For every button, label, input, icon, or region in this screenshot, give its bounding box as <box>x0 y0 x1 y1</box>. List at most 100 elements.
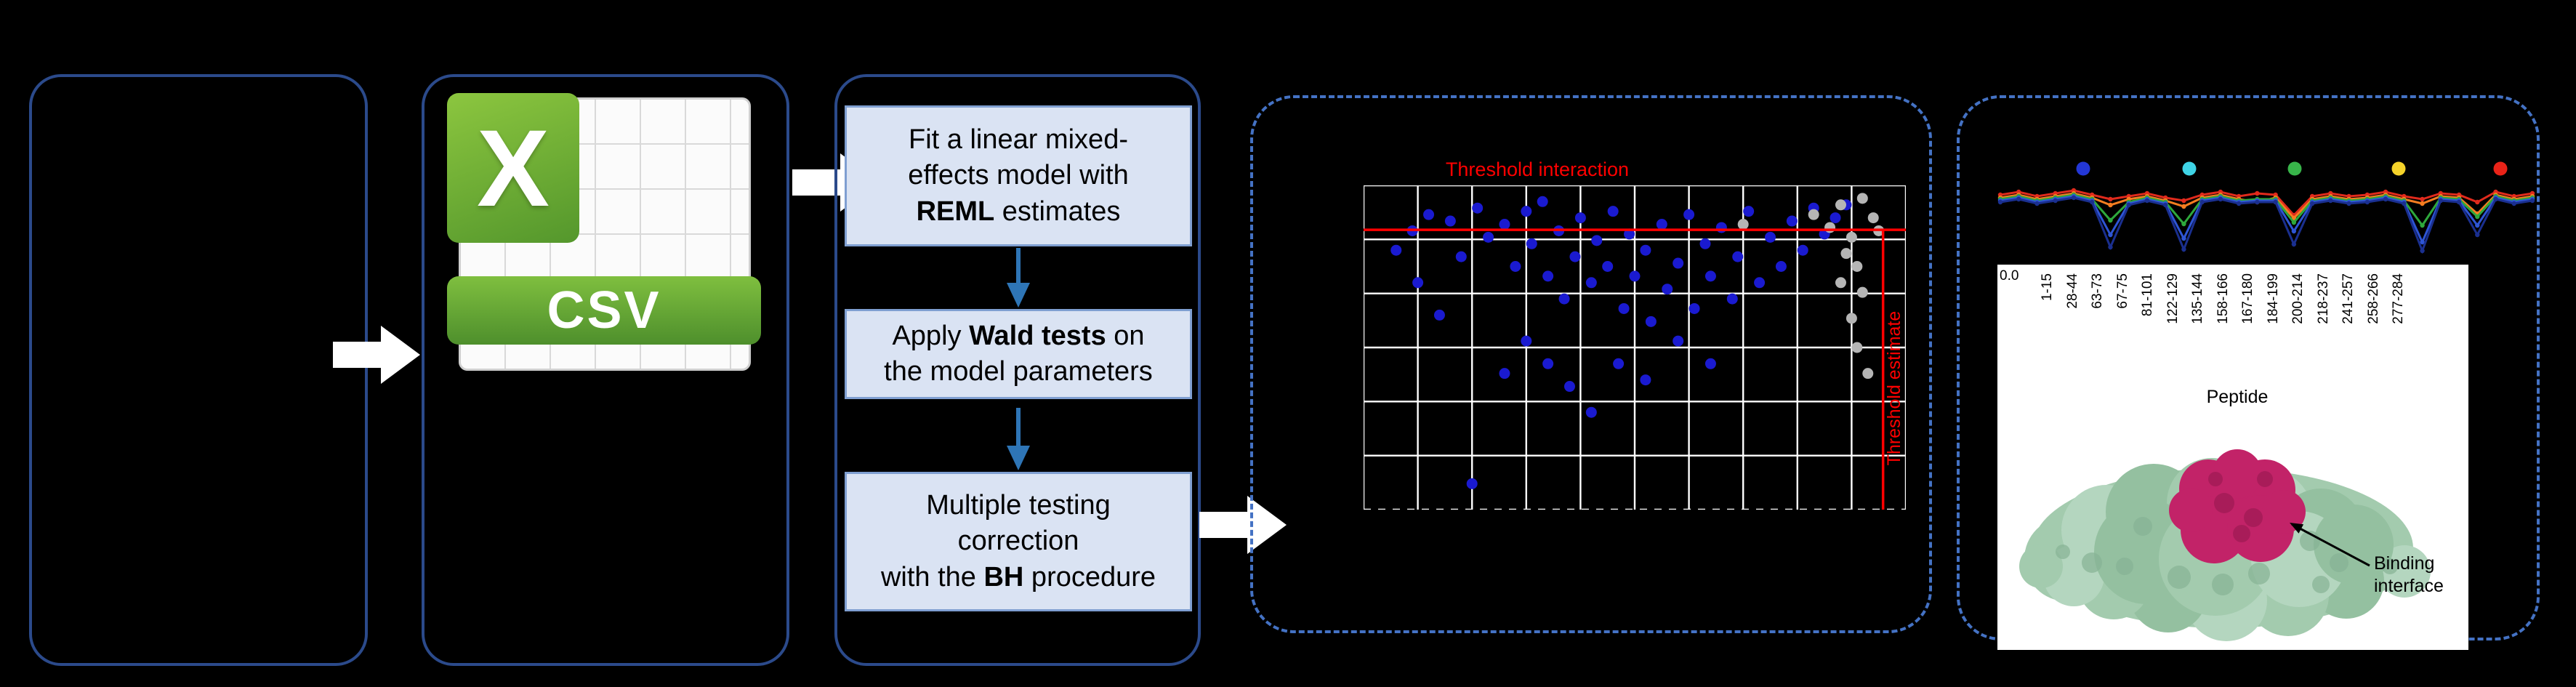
step-line: Apply Wald tests on <box>892 320 1145 351</box>
scatter-point <box>1797 244 1808 256</box>
scatter-point <box>1521 335 1532 347</box>
scatter-point <box>1483 231 1494 243</box>
binding-label-line: interface <box>2374 576 2444 597</box>
scatter-point <box>1775 261 1787 272</box>
scatter-point <box>1444 215 1456 227</box>
csv-ribbon-label: CSV <box>447 276 761 345</box>
flow-arrow-right-icon <box>1199 496 1287 554</box>
uptake-line <box>2000 196 2533 254</box>
scatter-point <box>1537 196 1548 207</box>
peptide-tick-label: 1-15 <box>2040 273 2055 302</box>
binding-interface-label: Binding interface <box>2374 553 2444 598</box>
scatter-point <box>1423 209 1435 220</box>
scatter-point <box>1851 261 1863 272</box>
scatter-point <box>1585 277 1597 289</box>
scatter-point <box>1472 202 1484 214</box>
scatter-point <box>1704 270 1716 282</box>
binding-interface-arrow <box>2291 523 2370 567</box>
protein-structure-image <box>2019 449 2431 641</box>
scatter-point <box>1521 206 1532 217</box>
scatter-point <box>1824 222 1836 233</box>
scatter-point <box>1754 277 1766 289</box>
legend-dot <box>2182 161 2197 176</box>
legend-dot <box>2287 161 2302 176</box>
peptide-tick-label: 258-266 <box>2365 273 2381 324</box>
scatter-point <box>1765 231 1776 243</box>
scatter-point <box>1526 238 1537 249</box>
uptake-line <box>2000 195 2533 245</box>
scatter-point <box>1499 219 1510 230</box>
peptide-tick-label: 63-73 <box>2090 273 2105 309</box>
legend-dot <box>2493 161 2508 176</box>
scatter-point <box>1412 277 1424 289</box>
scatter-point <box>1629 270 1641 282</box>
scatter-point <box>1743 206 1755 217</box>
down-arrow-icon <box>1007 248 1030 308</box>
deuterium-uptake-chart <box>1997 161 2535 254</box>
scatter-point <box>1840 248 1852 260</box>
y-axis-tick: 0.0 <box>2000 268 2019 284</box>
scatter-point <box>1846 231 1857 243</box>
scatter-point <box>1851 342 1863 353</box>
scatter-point <box>1846 313 1857 324</box>
peptide-tick-label: 81-101 <box>2140 273 2155 317</box>
scatter-point <box>1673 257 1684 269</box>
scatter-point <box>1656 219 1667 230</box>
panel-model-steps <box>834 74 1201 666</box>
legend-dot <box>2076 161 2090 176</box>
scatter-point <box>1808 209 1819 220</box>
peptide-tick-label: 135-144 <box>2190 273 2205 324</box>
scatter-point <box>1786 215 1798 227</box>
peptide-tick-label: 277-284 <box>2391 273 2406 324</box>
scatter-point <box>1835 277 1846 289</box>
csv-file-icon: X CSV <box>447 93 761 377</box>
scatter-point <box>1591 235 1603 246</box>
panel-csv-file <box>422 74 789 666</box>
scatter-point <box>1662 284 1673 295</box>
scatter-point <box>1683 209 1695 220</box>
scatter-point <box>1574 212 1586 224</box>
scatter-point <box>1673 335 1684 347</box>
scatter-point <box>1624 228 1635 240</box>
scatter-point <box>1732 251 1744 262</box>
scatter-point <box>1699 238 1711 249</box>
scatter-point <box>1569 251 1581 262</box>
step-line: Fit a linear mixed- <box>909 124 1128 155</box>
step-line: correction <box>957 526 1079 557</box>
step-fit-model-box: Fit a linear mixed- effects model with R… <box>845 105 1192 246</box>
step-wald-tests-box: Apply Wald tests on the model parameters <box>845 309 1192 399</box>
panel-volcano-plot <box>1250 95 1932 633</box>
legend-dot <box>2391 161 2406 176</box>
scatter-point <box>1862 368 1874 379</box>
scatter-point <box>1715 222 1727 233</box>
scatter-point <box>1737 219 1749 230</box>
scatter-point <box>1689 302 1700 314</box>
flow-arrow-right-icon <box>333 326 420 384</box>
scatter-point <box>1856 193 1868 204</box>
step-line: Multiple testing <box>926 489 1111 521</box>
scatter-point <box>1835 199 1846 211</box>
volcano-scatter-plot <box>1364 185 1906 510</box>
scatter-point <box>1499 368 1510 379</box>
step-line: the model parameters <box>884 356 1153 387</box>
scatter-point <box>1607 206 1619 217</box>
scatter-point <box>1390 244 1402 256</box>
scatter-point <box>1726 293 1738 305</box>
excel-x-logo: X <box>447 93 579 243</box>
step-line: effects model with <box>908 160 1129 191</box>
threshold-interaction-label: Threshold interaction <box>1445 158 1630 180</box>
scatter-point <box>1542 270 1554 282</box>
scatter-point <box>1466 478 1478 489</box>
peptide-tick-label: 200-214 <box>2290 273 2306 324</box>
peptide-axis-label: Peptide <box>2206 387 2269 407</box>
scatter-point <box>1563 381 1575 393</box>
scatter-point <box>1602 261 1614 272</box>
uptake-line <box>2000 189 2533 217</box>
peptide-tick-label: 184-199 <box>2265 273 2281 324</box>
peptide-tick-label: 158-166 <box>2215 273 2231 324</box>
scatter-point <box>1640 244 1651 256</box>
scatter-point <box>1856 286 1868 298</box>
peptide-tick-label: 167-180 <box>2240 273 2255 324</box>
